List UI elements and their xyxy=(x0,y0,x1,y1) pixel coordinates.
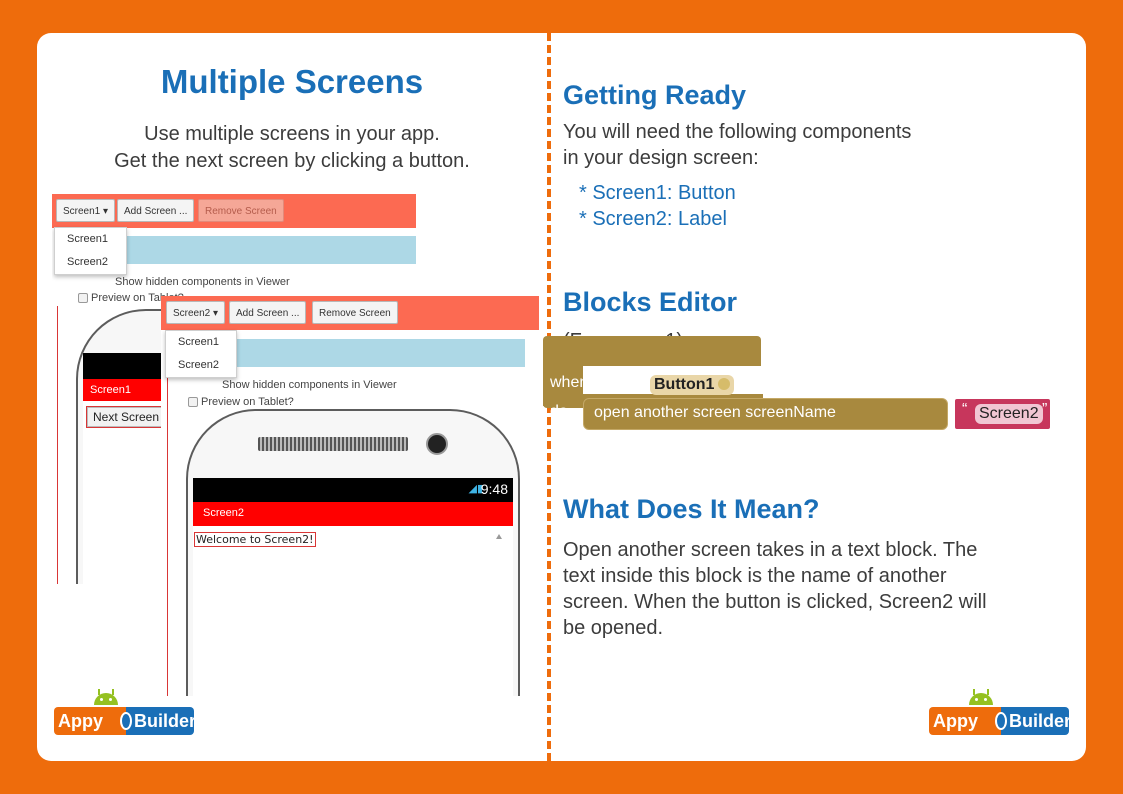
string-value[interactable]: Screen2 xyxy=(975,404,1043,424)
appybuilder-logo: Appy Builder xyxy=(929,689,1071,735)
text-line: You will need the following components xyxy=(563,121,912,143)
phone-frame: ◢▮ 9:48 Screen2 Welcome to Screen2! xyxy=(186,409,520,696)
add-screen-button[interactable]: Add Screen ... xyxy=(229,301,307,324)
text-line: be opened. xyxy=(563,617,664,639)
logo-appy: Appy xyxy=(929,707,1007,735)
viewer-frame xyxy=(57,306,58,584)
screen1-toolbar: Screen1 ▾ Add Screen ... Remove Screen xyxy=(52,194,416,228)
next-screen-button[interactable]: Next Screen xyxy=(86,406,167,428)
text-line: text inside this block is the name of an… xyxy=(563,565,947,587)
speaker-grille xyxy=(258,437,408,451)
welcome-label: Welcome to Screen2! xyxy=(194,532,316,547)
remove-screen-button[interactable]: Remove Screen xyxy=(198,199,284,222)
screen2-designer: Screen2 ▾ Add Screen ... Remove Screen S… xyxy=(161,296,539,696)
dropdown-item-screen2[interactable]: Screen2 xyxy=(67,256,108,268)
scroll-up-icon[interactable] xyxy=(496,534,502,539)
screen-select-button[interactable]: Screen2 ▾ xyxy=(166,301,226,324)
blocks-editor-heading: Blocks Editor xyxy=(563,287,738,317)
quote-close: ” xyxy=(1042,401,1048,418)
android-icon xyxy=(969,689,993,705)
screen2-toolbar: Screen2 ▾ Add Screen ... Remove Screen xyxy=(161,296,539,330)
add-screen-button[interactable]: Add Screen ... xyxy=(117,199,195,222)
logo-appy: Appy xyxy=(54,707,132,735)
hidden-components-text: Show hidden components in Viewer xyxy=(115,276,290,288)
screen-area xyxy=(193,526,513,696)
quote-open: “ xyxy=(962,401,968,418)
logo-notch xyxy=(120,712,132,730)
meaning-heading: What Does It Mean? xyxy=(563,494,820,524)
preview-tablet-checkbox[interactable]: Preview on Tablet? xyxy=(188,396,294,408)
text-line: in your design screen: xyxy=(563,147,759,169)
dropdown-item-screen1[interactable]: Screen1 xyxy=(178,336,219,348)
subtitle-line: Use multiple screens in your app. xyxy=(144,123,440,145)
viewer-header xyxy=(221,339,525,367)
title-bar-label: Screen2 xyxy=(203,507,244,519)
logo-builder: Builder xyxy=(1001,707,1071,735)
remove-screen-button[interactable]: Remove Screen xyxy=(312,301,398,324)
screen-dropdown: Screen1 Screen2 xyxy=(165,330,237,378)
bullet-item: * Screen1: Button xyxy=(579,182,736,204)
text-line: Open another screen takes in a text bloc… xyxy=(563,539,978,561)
viewer-frame xyxy=(167,330,168,696)
preview-tablet-checkbox[interactable]: Preview on Tablet? xyxy=(78,292,184,304)
when-keyword: when xyxy=(550,374,589,391)
page-title: Multiple Screens xyxy=(160,63,424,100)
component-dropdown[interactable]: Button1 xyxy=(650,375,735,395)
event-name: .Click xyxy=(744,374,784,391)
getting-ready-heading: Getting Ready xyxy=(563,80,747,110)
dropdown-arrow-icon xyxy=(718,377,731,390)
title-bar-label: Screen1 xyxy=(90,384,131,396)
viewer-header xyxy=(112,236,416,264)
hidden-components-text: Show hidden components in Viewer xyxy=(222,379,397,391)
do-keyword: do xyxy=(550,403,568,420)
screen-dropdown: Screen1 Screen2 xyxy=(54,227,127,275)
page-subtitle: Use multiple screens in your app. Get th… xyxy=(37,121,547,175)
text-line: screen. When the button is clicked, Scre… xyxy=(563,591,987,613)
meaning-text: Open another screen takes in a text bloc… xyxy=(563,537,987,641)
when-click-block[interactable] xyxy=(543,336,761,366)
call-label: open another screen screenName xyxy=(594,404,836,421)
getting-ready-text: You will need the following components i… xyxy=(563,119,911,171)
bullet-item: * Screen2: Label xyxy=(579,208,727,230)
title-bar: Screen2 xyxy=(193,502,513,526)
android-icon xyxy=(94,689,118,705)
camera-icon xyxy=(426,433,448,455)
logo-builder: Builder xyxy=(126,707,196,735)
status-time: 9:48 xyxy=(480,481,508,497)
open-another-screen-block[interactable]: open another screen screenName xyxy=(583,398,948,430)
status-bar: ◢▮ 9:48 xyxy=(193,478,513,502)
appybuilder-logo: Appy Builder xyxy=(54,689,196,735)
screen-select-button[interactable]: Screen1 ▾ xyxy=(56,199,116,222)
dropdown-item-screen1[interactable]: Screen1 xyxy=(67,233,108,245)
dropdown-item-screen2[interactable]: Screen2 xyxy=(178,359,219,371)
logo-notch xyxy=(995,712,1007,730)
subtitle-line: Get the next screen by clicking a button… xyxy=(114,150,470,172)
signal-icon: ◢▮ xyxy=(468,483,483,495)
content-card: Multiple Screens Use multiple screens in… xyxy=(37,33,1086,761)
